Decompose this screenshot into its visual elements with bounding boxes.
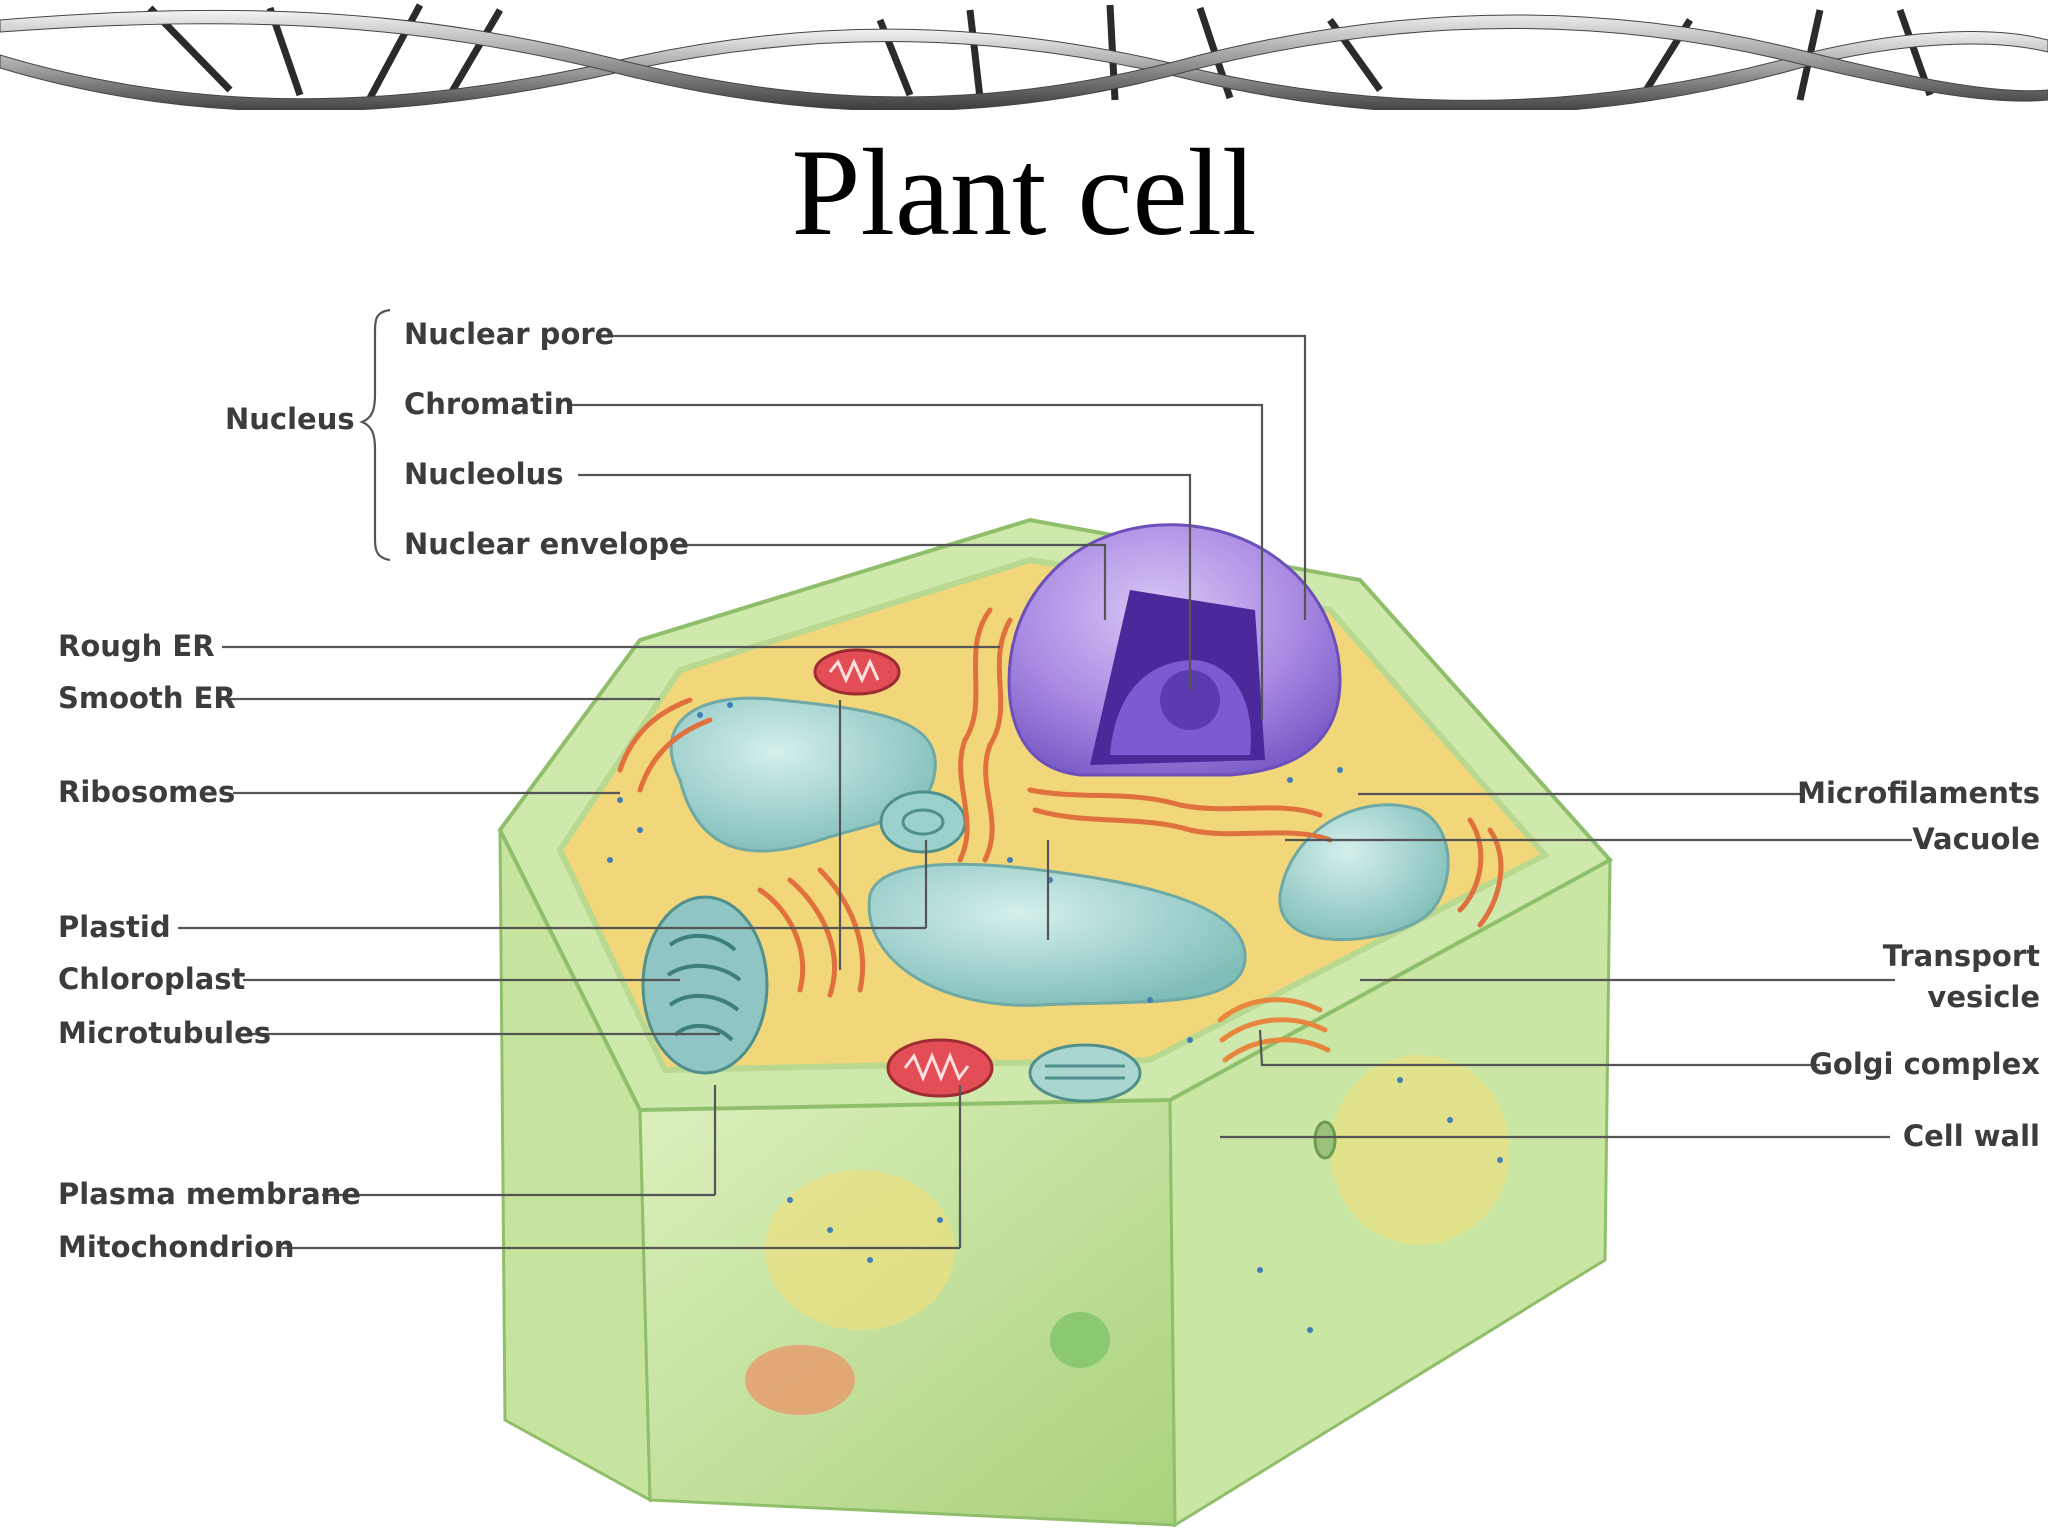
label-chromatin: Chromatin <box>404 387 575 421</box>
label-transport-vesicle: Transport vesicle <box>1883 936 2040 1018</box>
plastid <box>879 790 967 854</box>
label-microfilaments: Microfilaments <box>1797 776 2040 810</box>
vacuoles <box>669 696 1450 1007</box>
chloroplast <box>641 895 769 1075</box>
dna-helix-banner <box>0 3 2048 110</box>
label-nuclear-envelope: Nuclear envelope <box>404 527 689 561</box>
page-title: Plant cell <box>791 124 1257 261</box>
label-chloroplast: Chloroplast <box>58 962 246 996</box>
label-smooth-er: Smooth ER <box>58 681 236 715</box>
label-ribosomes: Ribosomes <box>58 775 236 809</box>
label-transport-vesicle-line1: Transport <box>1882 939 2040 973</box>
mitochondrion <box>813 648 1142 1103</box>
golgi-complex <box>1217 997 1331 1063</box>
nucleus <box>1007 523 1342 777</box>
label-nucleus: Nucleus <box>225 402 355 436</box>
label-plasma-membrane: Plasma membrane <box>58 1177 361 1211</box>
label-cell-wall: Cell wall <box>1902 1119 2040 1153</box>
label-microtubules: Microtubules <box>58 1016 271 1050</box>
label-plastid: Plastid <box>58 910 171 944</box>
label-golgi-complex: Golgi complex <box>1809 1047 2040 1081</box>
leader-lines <box>178 308 1912 1250</box>
label-mitochondrion: Mitochondrion <box>58 1230 295 1264</box>
label-rough-er: Rough ER <box>58 629 215 663</box>
label-nucleolus: Nucleolus <box>404 457 564 491</box>
label-transport-vesicle-line2: vesicle <box>1927 980 2040 1015</box>
label-nuclear-pore: Nuclear pore <box>404 317 615 351</box>
label-vacuole: Vacuole <box>1912 822 2040 856</box>
